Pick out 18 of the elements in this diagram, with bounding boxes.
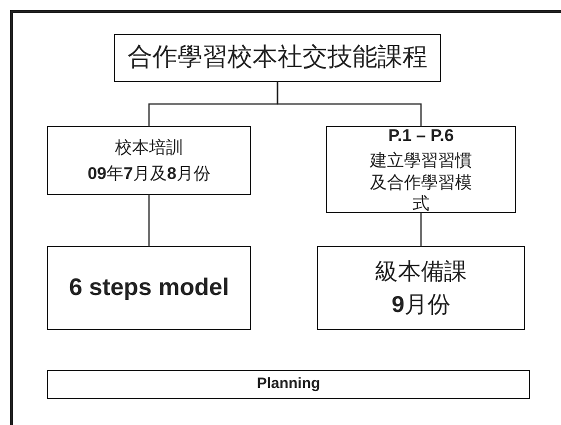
box-heading: 6 steps model bbox=[68, 273, 230, 303]
box-title: 合作學習校本社交技能課程 bbox=[128, 42, 428, 74]
planning-bar bbox=[47, 370, 530, 399]
connector-line bbox=[148, 195, 150, 246]
grade-range: P.1 – P.6 bbox=[388, 125, 454, 146]
box-heading: 級本備課 bbox=[375, 257, 467, 286]
box-heading: 校本培訓 bbox=[115, 137, 183, 158]
process-box bbox=[47, 246, 251, 330]
connector-line bbox=[276, 82, 422, 126]
date-text: 09年7月及8月份 bbox=[88, 162, 210, 184]
process-box bbox=[47, 126, 251, 195]
bar-label: Planning bbox=[256, 375, 320, 394]
process-box bbox=[317, 246, 525, 330]
date-text: 9月份 bbox=[392, 290, 450, 319]
connector-line bbox=[420, 213, 422, 246]
title-box bbox=[114, 34, 441, 82]
box-text: 建立學習習慣及合作學習模式 bbox=[368, 150, 473, 214]
process-box bbox=[326, 126, 516, 213]
